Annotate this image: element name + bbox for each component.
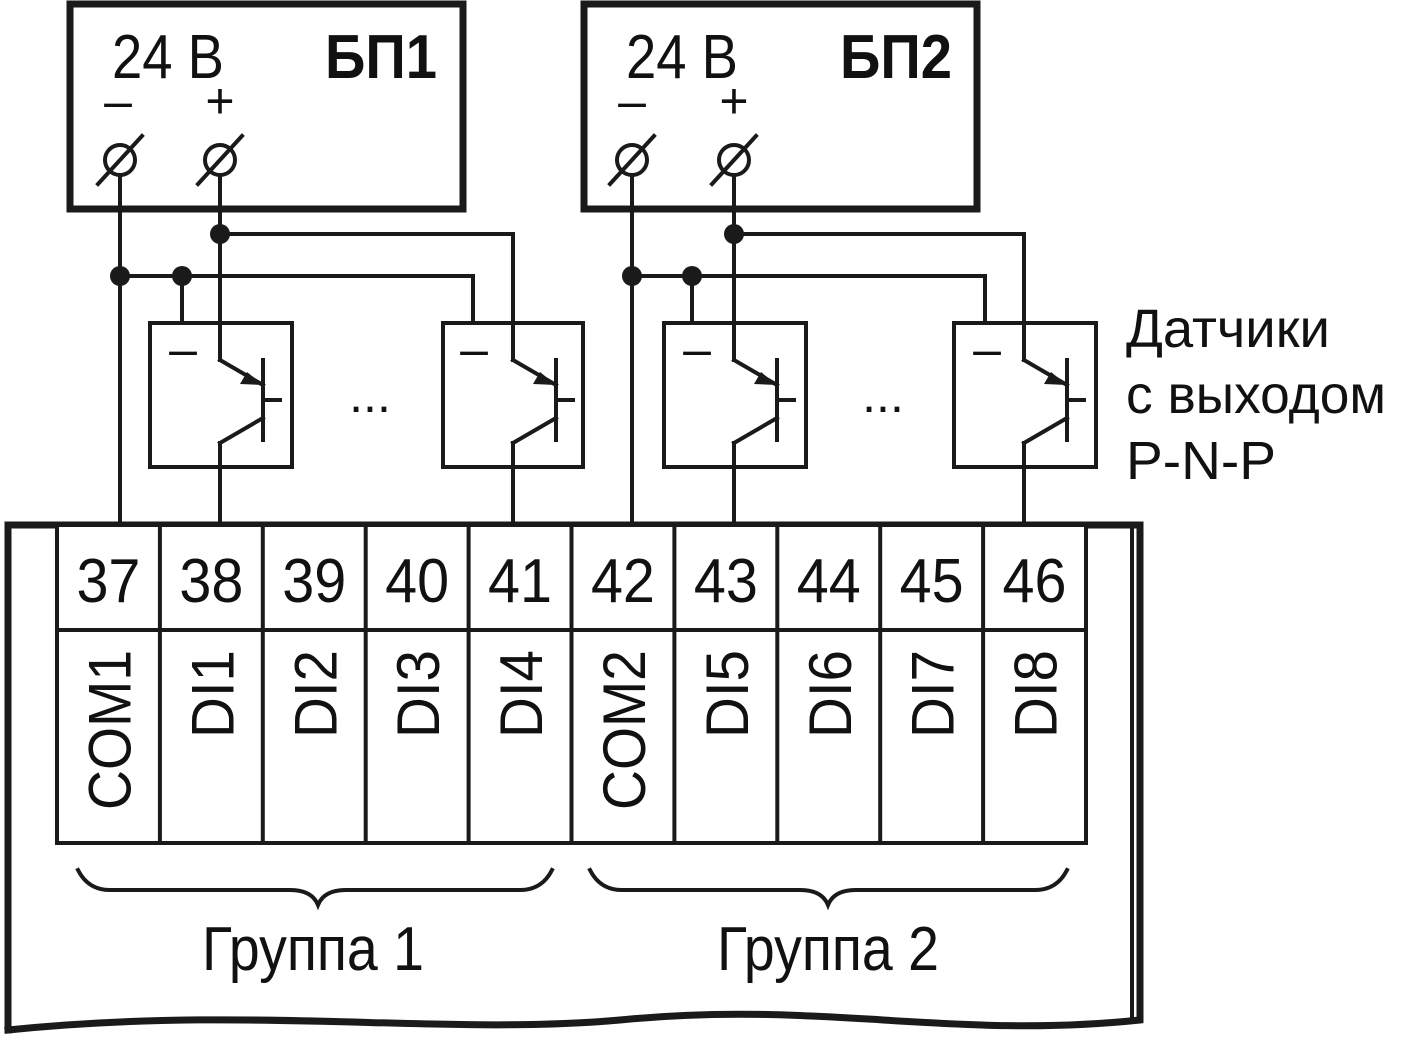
sensor-minus-label: –: [460, 321, 488, 377]
terminal-label: COM2: [591, 650, 658, 810]
terminal-number: 41: [488, 547, 552, 616]
device-housing: [4, 521, 1144, 1034]
sensor-minus-label: –: [169, 321, 197, 377]
sensors-ellipsis-group-2: ...: [862, 367, 904, 423]
group-2-brace: [587, 867, 1070, 911]
terminal-number: 44: [797, 547, 861, 616]
wiring-group-2: [622, 174, 1026, 527]
junction-dot: [110, 266, 130, 286]
terminal-label: COM1: [76, 650, 143, 810]
sensors-ellipsis-group-1: ...: [349, 367, 391, 423]
power-supply-1: 24 В БП1 – +: [66, 0, 467, 213]
sensor-minus-label: –: [973, 321, 1001, 377]
pnp-transistor-icon: [510, 321, 575, 469]
terminal-label: DI6: [797, 650, 864, 738]
sensors-caption-line-2: с выходом: [1126, 365, 1386, 425]
terminal-label: DI3: [385, 650, 452, 738]
power-supply-1-box: [66, 0, 467, 213]
sensor-2: –: [441, 321, 585, 469]
terminal-label: DI2: [282, 650, 349, 738]
pnp-transistor-icon: [217, 321, 282, 469]
sensor-3: –: [662, 321, 808, 469]
terminal-label: DI5: [694, 650, 761, 738]
terminal-number: 37: [76, 547, 140, 616]
junction-dot: [210, 224, 230, 244]
pnp-transistor-icon: [1021, 321, 1086, 469]
group-1-brace: [75, 867, 555, 911]
power-supply-1-voltage: 24 В: [112, 23, 224, 92]
terminal-label: DI7: [900, 650, 967, 738]
sensors-caption-line-3: P-N-P: [1126, 431, 1276, 491]
junction-dot: [622, 266, 642, 286]
sensor-minus-label: –: [683, 321, 711, 377]
junction-dot: [724, 224, 744, 244]
terminal-number: 46: [1003, 547, 1067, 616]
terminal-number: 45: [900, 547, 964, 616]
terminal-number: 38: [179, 547, 243, 616]
power-supply-2-minus-label: –: [618, 73, 646, 129]
power-supply-2-name: БП2: [840, 23, 952, 92]
power-supply-2-plus-label: +: [719, 73, 748, 129]
sensor-4: –: [952, 321, 1098, 469]
sensors-caption-line-1: Датчики: [1126, 299, 1330, 359]
terminal-label: DI4: [488, 650, 555, 738]
wiring-group-1: [110, 174, 515, 527]
terminal-number: 39: [282, 547, 346, 616]
junction-dot: [682, 266, 702, 286]
junction-dot: [172, 266, 192, 286]
pnp-transistor-icon: [731, 321, 796, 469]
power-supply-2-box: [580, 0, 981, 213]
power-supply-2: 24 В БП2 – +: [580, 0, 981, 213]
terminal-number: 40: [385, 547, 449, 616]
terminal-number: 42: [591, 547, 655, 616]
group-1-label: Группа 1: [202, 915, 424, 984]
sensor-1: –: [148, 321, 294, 469]
power-supply-1-plus-label: +: [205, 73, 234, 129]
power-supply-1-name: БП1: [325, 23, 437, 92]
terminal-number: 43: [694, 547, 758, 616]
power-supply-2-voltage: 24 В: [626, 23, 738, 92]
terminal-label: DI1: [179, 650, 246, 738]
power-supply-1-minus-label: –: [104, 73, 132, 129]
group-2-label: Группа 2: [717, 915, 939, 984]
terminal-label: DI8: [1003, 650, 1070, 738]
